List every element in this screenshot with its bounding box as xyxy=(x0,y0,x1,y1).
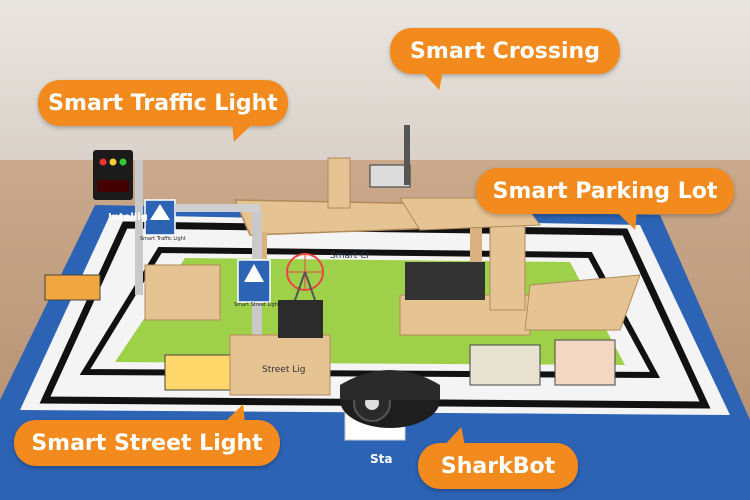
building-right xyxy=(554,339,616,386)
callout-label: Smart Street Light xyxy=(31,430,263,456)
callout-smart-parking-lot: Smart Parking Lot xyxy=(476,168,734,230)
crossing-arm-post xyxy=(404,125,410,185)
callout-label: Smart Crossing xyxy=(410,38,600,64)
street-sign-label: Smart Street Light xyxy=(234,302,280,308)
building-left xyxy=(164,354,241,391)
callout-label: SharkBot xyxy=(440,453,556,479)
crossing-tower xyxy=(327,157,351,209)
traffic-light-yellow xyxy=(109,158,117,166)
track-outer xyxy=(39,221,711,409)
ferris-wheel xyxy=(286,253,324,301)
street-light-arm xyxy=(175,204,260,212)
parking-tower xyxy=(489,219,526,311)
parking-ramp xyxy=(524,274,641,331)
traffic-light-display xyxy=(97,180,129,192)
street-light-module xyxy=(278,300,323,338)
traffic-light-base xyxy=(144,264,221,321)
callout-label: Smart Traffic Light xyxy=(48,90,278,116)
callout-sharkbot: SharkBot xyxy=(418,427,578,489)
map-label-start: Sta xyxy=(370,452,392,466)
map-label-crossing: Smart Cr xyxy=(330,251,370,261)
parking-board xyxy=(405,262,485,300)
map-label-intelligent: Intellig xyxy=(108,212,148,223)
callout-smart-traffic-light: Smart Traffic Light xyxy=(38,80,288,142)
track-inner xyxy=(79,246,661,379)
callout-smart-street-light: Smart Street Light xyxy=(14,404,280,466)
traffic-light-red xyxy=(99,158,107,166)
traffic-light-box xyxy=(93,150,133,200)
sharkbot-robot xyxy=(340,370,440,428)
street-sign-triangle xyxy=(244,264,264,282)
bridge-pillar-right xyxy=(470,222,482,262)
building-mid xyxy=(469,344,541,386)
street-light-base xyxy=(229,334,331,396)
traffic-sign-label: Smart Traffic Light xyxy=(140,236,186,242)
callout-smart-crossing: Smart Crossing xyxy=(390,28,620,90)
building-far-left xyxy=(44,274,101,301)
traffic-light-pole xyxy=(135,160,143,295)
traffic-light-green xyxy=(119,158,127,166)
street-box-label: Street Lig xyxy=(262,365,305,375)
callout-label: Smart Parking Lot xyxy=(492,178,718,204)
traffic-sign-triangle xyxy=(150,204,170,220)
